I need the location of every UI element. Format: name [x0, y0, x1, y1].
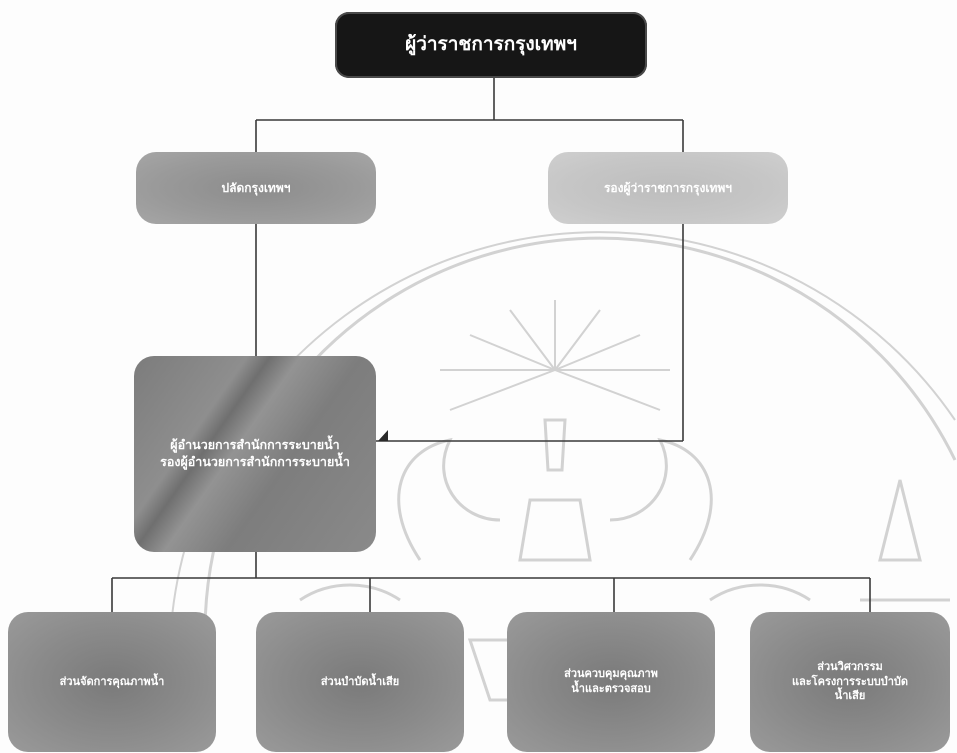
node-division-4: ส่วนวิศวกรรม และโครงการระบบบำบัด น้ำเสีย — [750, 612, 950, 752]
node-division-2: ส่วนบำบัดน้ำเสีย — [256, 612, 464, 752]
arrowhead — [378, 430, 388, 441]
node-division-1: ส่วนจัดการคุณภาพน้ำ — [8, 612, 216, 752]
node-department-director: ผู้อำนวยการสำนักการระบายน้ำ รองผู้อำนวยก… — [134, 356, 376, 552]
node-division-3: ส่วนควบคุมคุณภาพ น้ำและตรวจสอบ — [507, 612, 715, 752]
node-governor: ผู้ว่าราชการกรุงเทพฯ — [335, 12, 647, 78]
node-permanent-secretary: ปลัดกรุงเทพฯ — [136, 152, 376, 224]
node-deputy-governor: รองผู้ว่าราชการกรุงเทพฯ — [548, 152, 788, 224]
